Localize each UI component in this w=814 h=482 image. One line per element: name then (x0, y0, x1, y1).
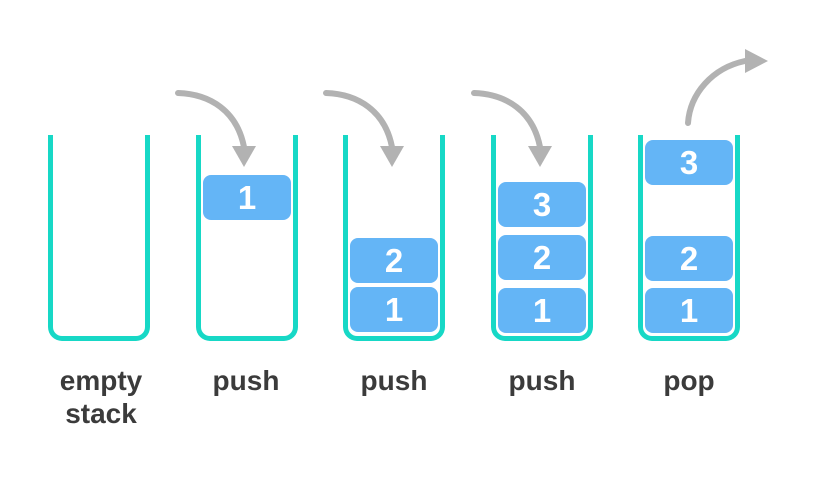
label-line: push (360, 365, 428, 396)
label-line: stack (65, 398, 137, 429)
stack-item-value: 1 (532, 292, 552, 329)
stack-item-value: 2 (384, 242, 404, 279)
stack-item: 2 (498, 235, 586, 280)
stack-item-value: 1 (679, 292, 699, 329)
frame-label-pop: pop (663, 364, 714, 397)
stack-container-push-3: 3 2 1 (491, 135, 593, 341)
stack-container-push-2: 2 1 (343, 135, 445, 341)
stack-container-pop: 3 2 1 (638, 135, 740, 341)
frame-label-push-3: push (509, 364, 576, 397)
stack-item-value: 2 (532, 239, 552, 276)
stack-container-push-1: 1 (196, 135, 298, 341)
stack-item: 2 (645, 236, 733, 281)
label-line: empty (59, 365, 143, 396)
stack-item: 1 (645, 288, 733, 333)
frame-label-empty-stack: empty stack (60, 364, 142, 430)
label-line: push (508, 365, 576, 396)
stack-item-value: 3 (679, 144, 699, 181)
stack-item-value: 2 (679, 240, 699, 277)
stack-item: 1 (498, 288, 586, 333)
frame-label-push-1: push (213, 364, 280, 397)
stack-item: 1 (203, 175, 291, 220)
pop-arrow-icon (685, 49, 768, 126)
stack-item: 1 (350, 287, 438, 332)
stack-item-popped: 3 (645, 140, 733, 185)
label-line: push (212, 365, 280, 396)
stack-item: 2 (350, 238, 438, 283)
frame-label-push-2: push (361, 364, 428, 397)
stack-container-empty (48, 135, 150, 341)
stack-item-value: 3 (532, 186, 552, 223)
stack-item-value: 1 (384, 291, 404, 328)
stack-item: 3 (498, 182, 586, 227)
label-line: pop (663, 365, 715, 396)
stack-item-value: 1 (237, 179, 257, 216)
